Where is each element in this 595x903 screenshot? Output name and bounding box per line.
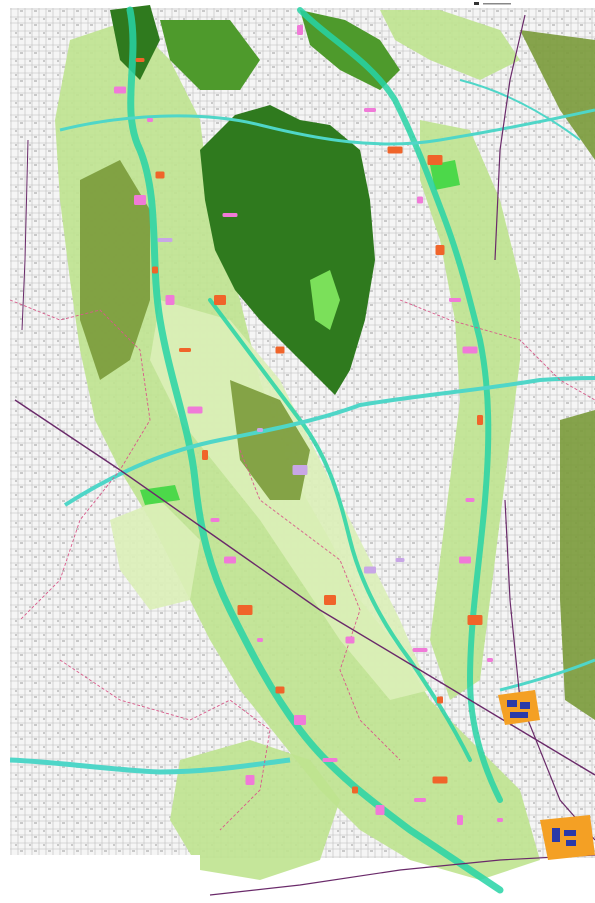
legend-thumbnail — [468, 0, 530, 8]
pink-zone-patch — [245, 775, 255, 785]
pink-zone-patch — [417, 196, 423, 204]
river-corridor-east — [297, 7, 503, 803]
pink-zone-patch — [114, 86, 126, 94]
forest-edge-north — [160, 20, 260, 90]
lavender-zone-patch — [157, 238, 173, 242]
lavender-zone-patch — [395, 558, 405, 562]
meadow-pale-south — [110, 500, 200, 610]
orange-zone-patch — [275, 686, 285, 694]
pink-zone-patch — [459, 556, 471, 564]
olive-agri-northeast-edge — [520, 30, 595, 160]
canal-north-east — [459, 79, 581, 141]
canals — [9, 79, 595, 775]
olive-agri-center — [230, 380, 310, 500]
pink-zone-patch — [165, 295, 175, 305]
olive-agri-east-edge — [560, 410, 595, 720]
canal-south-east — [499, 658, 595, 692]
pink-zone-patch — [134, 195, 146, 205]
canal-south-west — [9, 757, 291, 775]
railway-northeast — [494, 14, 526, 261]
pink-zone-patch — [364, 108, 376, 112]
industrial-zones — [498, 690, 595, 860]
legend-text-line — [483, 3, 511, 5]
orange-zone-patch — [324, 595, 336, 605]
industrial-building-1 — [507, 700, 517, 707]
orange-zone-patch — [152, 266, 158, 274]
orange-zone-patch — [387, 146, 403, 154]
admin-border-south — [59, 659, 271, 831]
agricultural-areas — [55, 10, 595, 880]
legend-swatch — [474, 2, 479, 5]
pink-zone-patch — [414, 798, 426, 802]
orange-zone-patch — [352, 786, 358, 794]
pink-zone-patch — [222, 213, 238, 217]
pink-zone-patch — [345, 636, 355, 644]
meadow-area-east — [420, 120, 520, 700]
industrial-building-6 — [566, 840, 576, 846]
administrative-borders — [9, 299, 595, 831]
admin-border-west — [9, 299, 151, 621]
pink-zone-patch — [297, 25, 303, 35]
orange-zone-patch — [155, 171, 165, 179]
industrial-building-4 — [552, 828, 560, 842]
railway-west-vertical — [21, 139, 29, 331]
lavender-zone-patch — [257, 428, 263, 432]
pink-zone-patch — [375, 805, 385, 815]
pink-zone-patch — [210, 518, 220, 522]
orange-zone-patch — [237, 605, 253, 615]
pink-zone-patch — [462, 346, 478, 354]
canal-east-west-middle — [63, 376, 595, 507]
industrial-building-3 — [510, 712, 528, 718]
pink-zone-patch — [322, 758, 338, 762]
pink-zone-patch — [449, 298, 461, 302]
cutout-southwest — [0, 855, 200, 903]
pink-zone-patch — [187, 406, 203, 414]
bright-green-clearing — [310, 270, 340, 330]
river-corridor-center — [208, 298, 472, 762]
lavender-zone-patch — [292, 465, 308, 475]
pink-zone-patch — [147, 118, 153, 122]
pink-zone-patch — [412, 648, 428, 652]
pink-zone-patch — [294, 715, 306, 725]
orange-zone-patch — [214, 295, 226, 305]
pink-zone-patch — [487, 658, 493, 662]
industrial-building-5 — [564, 830, 576, 836]
meadow-area-northeast — [380, 10, 520, 80]
cutout-west-edge — [0, 0, 10, 903]
meadow-area-southwest — [170, 740, 340, 880]
orange-zone-patch — [135, 58, 145, 62]
road-south — [209, 854, 595, 896]
meadow-area-west — [55, 20, 540, 880]
industrial-building-2 — [520, 702, 530, 709]
admin-border-east — [399, 299, 595, 401]
orange-zone-patch — [202, 450, 208, 460]
orange-zone-patch — [467, 615, 483, 625]
orange-zone-patch — [437, 696, 443, 704]
bright-green-patch-northeast — [430, 160, 460, 190]
pink-zone-patch — [257, 638, 263, 642]
pink-zone-patch — [457, 815, 463, 825]
lavender-zone-patch — [364, 566, 376, 574]
orange-zone-patch — [427, 155, 443, 165]
admin-border-central — [239, 449, 401, 761]
orange-zone-patch — [435, 245, 445, 255]
pink-zone-patch — [224, 556, 236, 564]
canal-east-west-north — [59, 108, 595, 146]
bright-green-patch-west — [140, 485, 180, 505]
orange-zone-patch — [275, 346, 285, 354]
orange-zone-patch — [179, 348, 191, 352]
olive-agri-west — [80, 160, 150, 380]
pink-zone-patch — [497, 818, 503, 822]
industrial-zone-southeast — [540, 815, 595, 860]
settlement-patches — [114, 25, 503, 825]
orange-zone-patch — [477, 415, 483, 425]
orange-zone-patch — [432, 776, 448, 784]
pink-zone-patch — [465, 498, 475, 502]
industrial-zone-east — [498, 690, 540, 725]
map-cutouts — [0, 0, 200, 903]
